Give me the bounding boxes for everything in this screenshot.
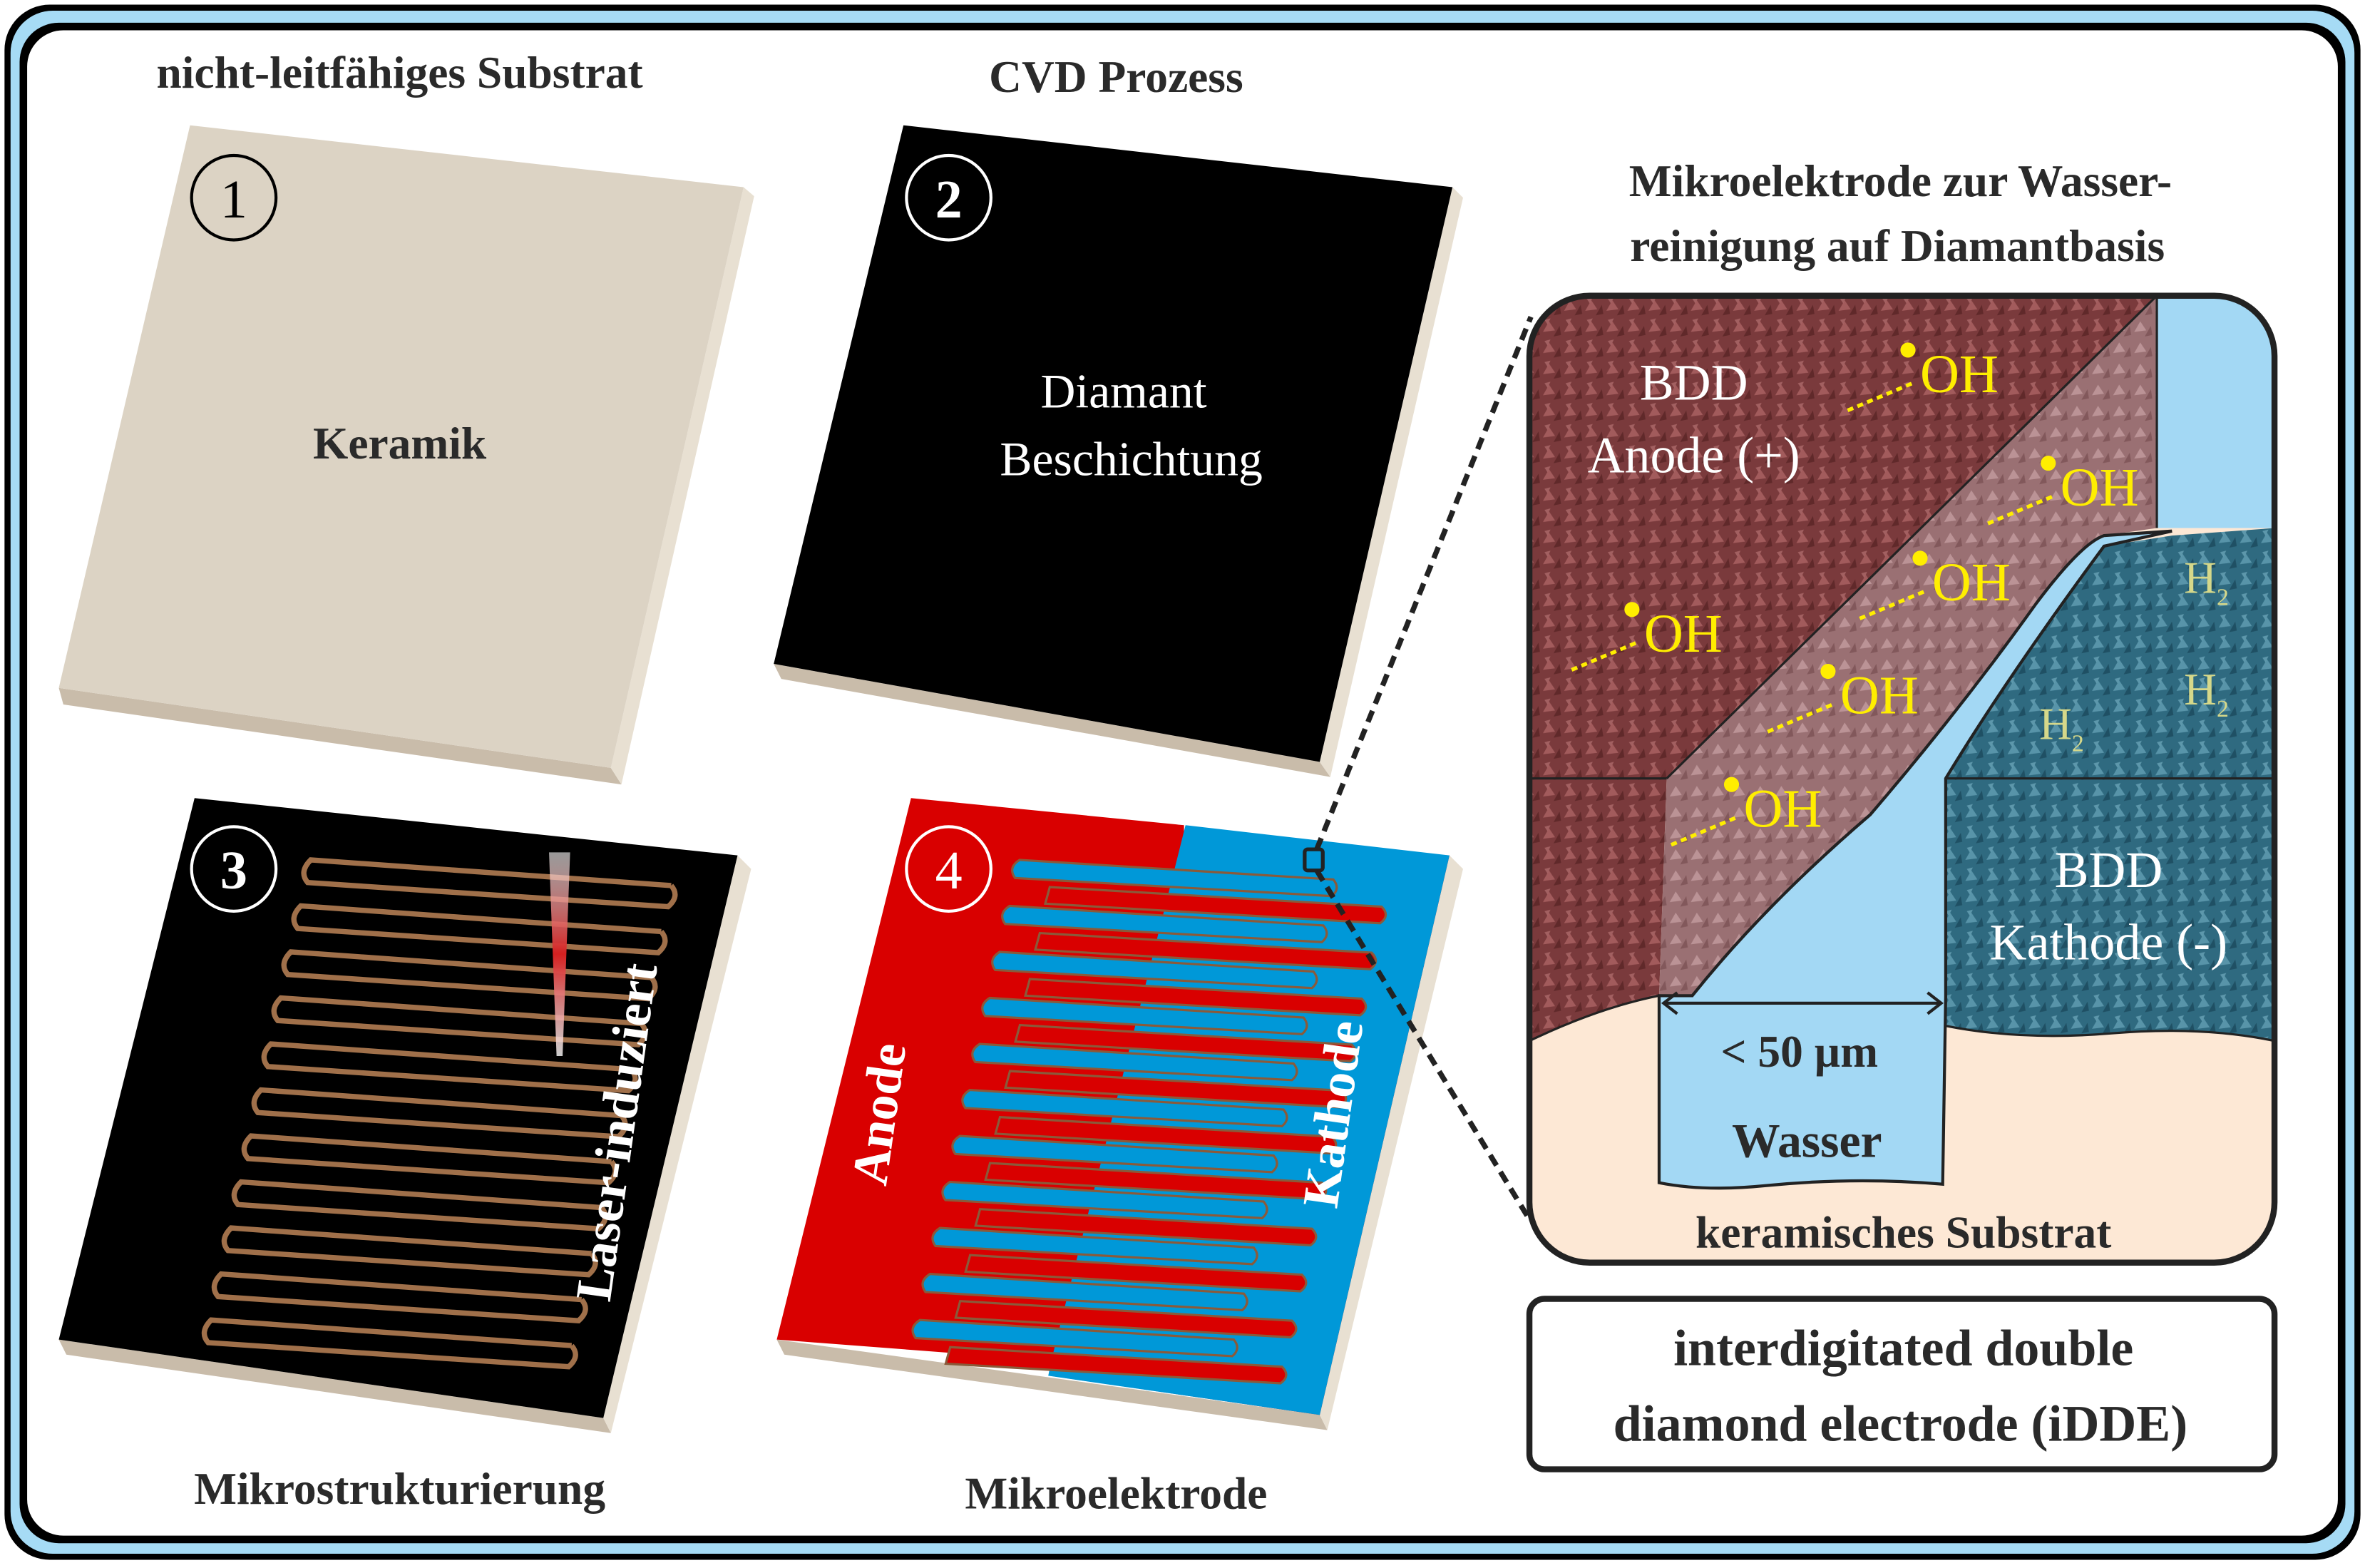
oh-label: OH	[1840, 666, 1919, 726]
bdd-anode-region	[1529, 295, 2158, 1041]
ceramic-surface	[58, 125, 744, 768]
detail-border	[1526, 292, 2278, 1266]
cathode-finger	[981, 996, 1308, 1035]
meander-loop	[251, 1087, 628, 1139]
oh-label: OH	[2061, 458, 2139, 518]
meander-loop	[211, 1271, 588, 1324]
diamond-surface	[774, 125, 1453, 762]
oh-radical: OH	[1670, 777, 1822, 847]
caption-box	[1526, 1296, 2278, 1472]
cathode-finger	[991, 950, 1318, 990]
cathode-finger	[951, 1134, 1278, 1174]
cathode-finger	[971, 1042, 1298, 1082]
step2-number: 2	[935, 170, 963, 230]
anode-finger	[1014, 1023, 1358, 1062]
anode-reactive-zone	[1658, 295, 2158, 996]
caption-line1: interdigitated double	[1673, 1320, 2133, 1377]
title-step1: nicht-leitfähiges Substrat	[157, 47, 643, 98]
cathode-polarity-label: Kathode (-)	[1990, 914, 2227, 971]
cathode-finger	[911, 1318, 1238, 1358]
gap-label: < 50 µm	[1720, 1026, 1878, 1077]
anode-finger	[1024, 978, 1368, 1017]
detail-title-line2: reinigung auf Diamantbasis	[1630, 220, 2165, 271]
step3-number: 3	[220, 841, 247, 901]
oh-radical: OH	[1859, 550, 2011, 620]
meander-loop	[221, 1225, 598, 1278]
water-channel	[1657, 529, 2172, 1190]
substrate-label: keramisches Substrat	[1695, 1207, 2111, 1258]
step4-number-circle	[905, 825, 992, 913]
board-step4: 4 Anode Kathode	[776, 798, 1463, 1430]
meander-loop	[281, 949, 658, 1002]
water-label: Wasser	[1732, 1114, 1882, 1168]
step3-number-circle	[190, 825, 278, 913]
anode-bdd-label: BDD	[1640, 354, 1748, 411]
meander-loop	[271, 995, 648, 1047]
step1-number: 1	[220, 170, 247, 230]
anode-finger	[1043, 886, 1387, 925]
meander-loop	[301, 857, 678, 910]
anode-finger	[984, 1162, 1328, 1201]
step2-number-circle	[905, 153, 992, 242]
board-step2: 2 Diamant Beschichtung	[774, 125, 1463, 777]
anode-finger	[954, 1300, 1298, 1339]
meander-loop	[261, 1041, 638, 1094]
anode-finger	[944, 1346, 1288, 1385]
zoom-line-top	[1314, 316, 1534, 851]
oh-radical: OH	[1767, 663, 1919, 734]
caption-line2: diamond electrode (iDDE)	[1614, 1395, 2188, 1452]
oh-radical: OH	[1847, 342, 1999, 412]
detail-title-line1: Mikroelektrode zur Wasser-	[1629, 155, 2172, 206]
diamond-label-line1: Diamant	[1040, 364, 1206, 418]
oh-label: OH	[1920, 344, 1999, 404]
oh-label: OH	[1932, 553, 2011, 613]
bdd-cathode-region	[1945, 528, 2275, 1041]
anode-finger	[974, 1208, 1318, 1247]
laser-meander-trench	[201, 857, 678, 1370]
oh-radical: OH	[1987, 456, 2139, 526]
meander-loop	[291, 903, 668, 955]
title-step4: Mikroelektrode	[965, 1468, 1267, 1519]
board-step3: 3 Laser-induziert	[58, 798, 751, 1433]
anode-finger	[994, 1115, 1338, 1155]
gap-arrowheads	[1661, 991, 1944, 1015]
step1-number-circle	[190, 153, 278, 242]
meander-loop	[231, 1179, 608, 1231]
cathode-bdd-label: BDD	[2054, 841, 2163, 898]
cathode-finger	[961, 1088, 1288, 1127]
cathode-finger	[921, 1273, 1248, 1312]
structured-surface	[58, 798, 738, 1418]
anode-finger	[1004, 1070, 1348, 1109]
cathode-finger	[1001, 904, 1328, 943]
laser-beam	[549, 852, 570, 1056]
interdigitated-fingers	[911, 859, 1387, 1385]
anode-polarity-label: Anode (+)	[1588, 426, 1800, 483]
detail-cross-section: BDD Anode (+) BDD Kathode (-) OHOHOHOHOH…	[1526, 292, 2278, 1266]
oh-radical: OH	[1571, 602, 1723, 672]
ceramic-label: Keramik	[313, 418, 487, 468]
title-step2: CVD Prozess	[989, 51, 1243, 102]
meander-loop	[201, 1317, 578, 1370]
cathode-finger	[931, 1226, 1258, 1266]
meander-loop	[241, 1133, 618, 1186]
water-top	[2157, 295, 2275, 528]
cathode-finger	[941, 1180, 1268, 1219]
board-step1: 1 Keramik	[58, 125, 754, 785]
zoom-line-bottom	[1314, 868, 1534, 1224]
anode-finger	[964, 1254, 1308, 1293]
step4-number: 4	[935, 841, 963, 901]
oh-label: OH	[1743, 779, 1822, 839]
oh-label: OH	[1644, 604, 1723, 664]
title-step3: Mikrostrukturierung	[194, 1463, 605, 1514]
zoom-marker	[1303, 847, 1325, 873]
diamond-label-line2: Beschichtung	[1000, 433, 1262, 486]
